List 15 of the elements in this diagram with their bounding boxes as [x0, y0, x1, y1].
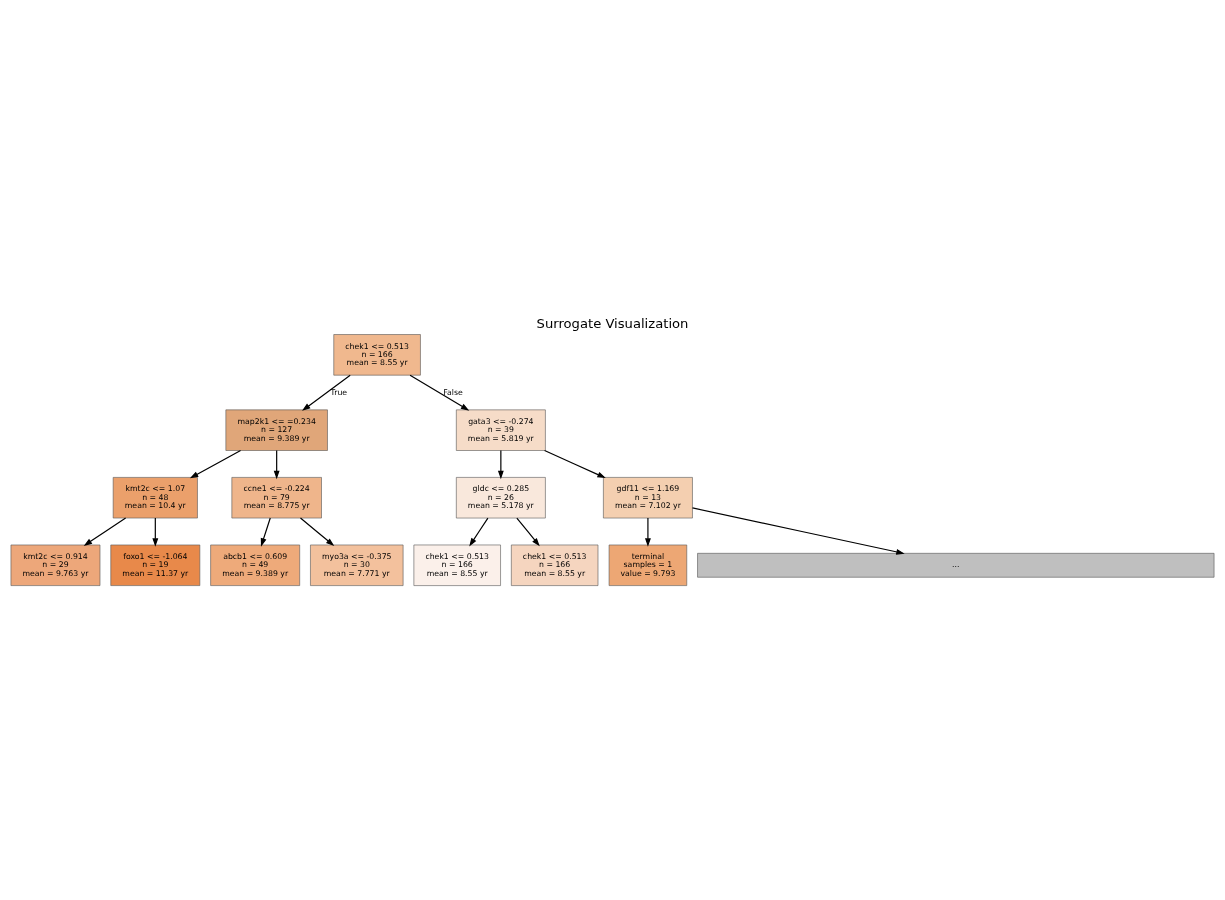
arrow [302, 374, 351, 411]
arrow [469, 516, 489, 546]
arrow [516, 516, 540, 546]
arrow [189, 449, 242, 478]
arrow [645, 516, 651, 547]
arrow [691, 506, 905, 555]
arrow [152, 516, 159, 547]
arrow [83, 516, 127, 546]
arrow [409, 374, 470, 411]
arrow [497, 449, 504, 479]
arrow [260, 516, 271, 547]
arrow [544, 449, 606, 478]
arrow [299, 516, 335, 546]
arrow [273, 449, 280, 479]
diagram-title: Surrogate Visualization [536, 315, 689, 331]
